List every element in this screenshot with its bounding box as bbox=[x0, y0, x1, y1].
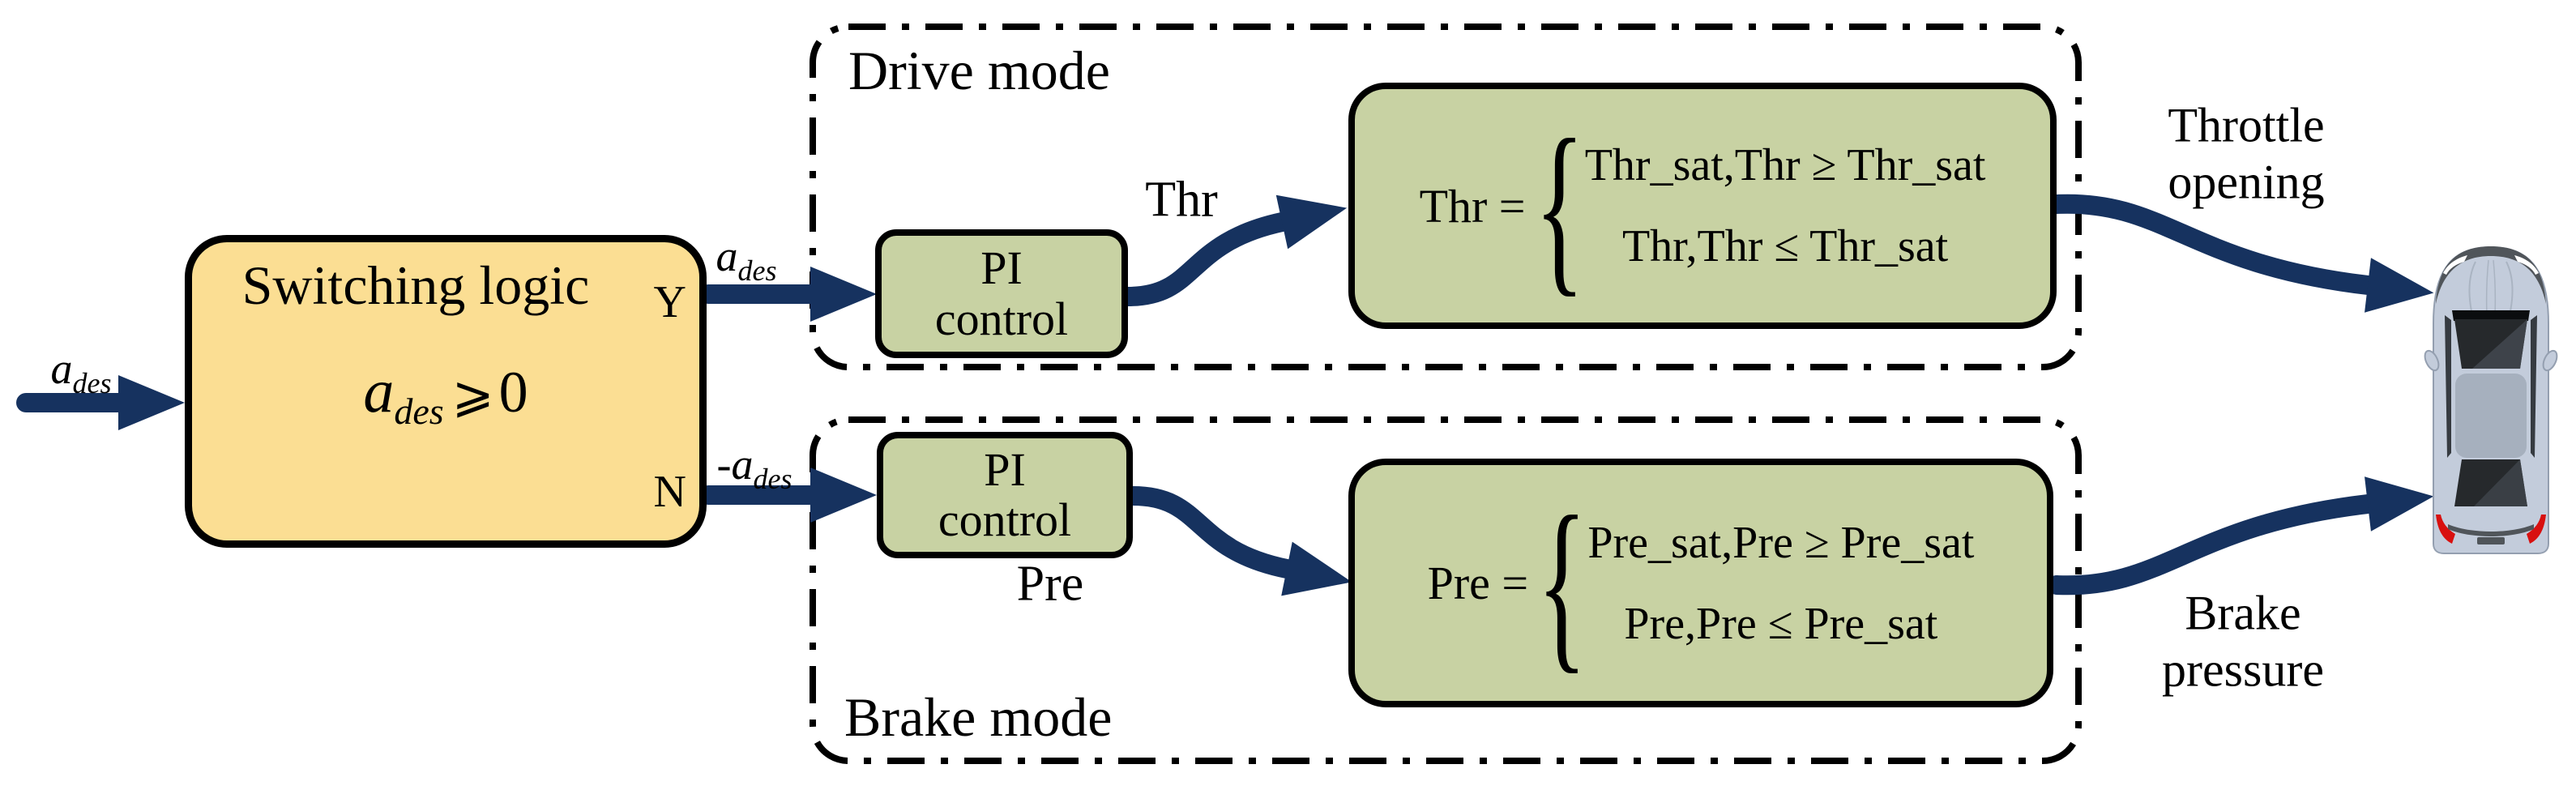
curly-brace: { bbox=[1536, 476, 1587, 690]
greater-equal-symbol: ⩾ bbox=[451, 364, 494, 424]
car-left-mirror bbox=[2424, 349, 2440, 372]
drive-mode-region bbox=[810, 23, 2082, 370]
car-rear-trim bbox=[2448, 524, 2534, 536]
condition-variable: a bbox=[363, 357, 395, 425]
brake-mode-label: Brake mode bbox=[844, 686, 1113, 748]
output-line1: Throttle bbox=[2168, 98, 2325, 152]
signal-base: a bbox=[731, 440, 754, 489]
car-right-taillight bbox=[2527, 515, 2546, 544]
switching-logic-box: Switching logic Y N ades⩾0 bbox=[185, 235, 707, 548]
thr-formula-case1: Thr_sat,Thr ≥ Thr_sat bbox=[1584, 140, 1986, 190]
pre-signal-label: Pre bbox=[1016, 556, 1084, 612]
signal-subscript: des bbox=[753, 462, 792, 495]
car-top-view-icon bbox=[2424, 246, 2558, 554]
pre-saturation-box: Pre = { Pre_sat,Pre ≥ Pre_sat Pre,Pre ≤ … bbox=[1348, 459, 2053, 707]
output-line1: Brake bbox=[2185, 586, 2301, 640]
car-right-headlight bbox=[2514, 255, 2539, 275]
output-line2: pressure bbox=[2162, 643, 2324, 696]
pi-control-box-drive: PI control bbox=[875, 229, 1128, 358]
car-hood-line bbox=[2468, 261, 2476, 316]
signal-base: a bbox=[50, 344, 73, 394]
pi-label-line1: PI bbox=[984, 442, 1026, 496]
pre-signal-arrow bbox=[1123, 486, 1352, 596]
pi-label-line2: control bbox=[934, 292, 1069, 345]
condition-value: 0 bbox=[498, 359, 528, 425]
pi-label-line2: control bbox=[938, 493, 1072, 546]
car-right-mirror bbox=[2542, 349, 2558, 372]
thr-formula-case2: Thr,Thr ≤ Thr_sat bbox=[1621, 221, 1949, 271]
brake-mode-region bbox=[810, 416, 2082, 764]
signal-subscript: des bbox=[72, 366, 112, 399]
car-hood-line bbox=[2485, 259, 2489, 316]
pre-formula-lhs: Pre = bbox=[1427, 557, 1529, 609]
drive-mode-label: Drive mode bbox=[848, 40, 1110, 101]
brake-pressure-label: Brake pressure bbox=[2162, 585, 2324, 698]
switching-condition-label: ades⩾0 bbox=[363, 356, 528, 432]
brake-output-arrow bbox=[2047, 476, 2434, 596]
thr-formula-lhs: Thr = bbox=[1419, 179, 1526, 233]
no-port-label: N bbox=[653, 467, 686, 517]
car-hood-line bbox=[2506, 261, 2514, 316]
input-signal-label: ades bbox=[51, 344, 112, 400]
car-left-headlight bbox=[2443, 255, 2467, 275]
signal-subscript: des bbox=[737, 254, 777, 287]
car-left-windows bbox=[2445, 315, 2451, 458]
pi-control-box-brake: PI control bbox=[877, 432, 1133, 558]
car-windshield-band bbox=[2452, 310, 2530, 321]
yes-port-label: Y bbox=[653, 277, 686, 327]
thr-signal-label: Thr bbox=[1145, 172, 1218, 228]
pre-formula-case1: Pre_sat,Pre ≥ Pre_sat bbox=[1587, 517, 1975, 568]
car-rear-window-highlight bbox=[2474, 459, 2527, 506]
thr-saturation-box: Thr = { Thr_sat,Thr ≥ Thr_sat Thr,Thr ≤ … bbox=[1348, 83, 2057, 329]
output-line2: opening bbox=[2168, 155, 2325, 208]
throttle-opening-label: Throttle opening bbox=[2168, 97, 2324, 210]
thr-signal-arrow bbox=[1118, 194, 1348, 306]
curly-brace: { bbox=[1534, 99, 1585, 313]
car-hood-line bbox=[2493, 259, 2497, 316]
car-license-plate bbox=[2477, 537, 2505, 544]
throttle-output-arrow bbox=[2047, 194, 2434, 313]
drive-input-signal-label: ades bbox=[716, 231, 777, 288]
condition-subscript: des bbox=[394, 390, 444, 432]
pre-formula-case2: Pre,Pre ≤ Pre_sat bbox=[1624, 598, 1938, 649]
signal-base: a bbox=[716, 232, 738, 281]
pi-label-line1: PI bbox=[980, 241, 1023, 295]
car-left-taillight bbox=[2436, 515, 2455, 544]
brake-input-signal-label: -ades bbox=[717, 439, 792, 496]
pre-formula-cases: Pre_sat,Pre ≥ Pre_sat Pre,Pre ≤ Pre_sat bbox=[1587, 520, 1974, 647]
car-windshield-highlight bbox=[2472, 319, 2527, 369]
car-roof bbox=[2455, 374, 2527, 458]
car-right-windows bbox=[2531, 315, 2537, 458]
signal-prefix: - bbox=[716, 440, 732, 489]
switching-logic-title: Switching logic bbox=[241, 254, 590, 316]
thr-formula-cases: Thr_sat,Thr ≥ Thr_sat Thr,Thr ≤ Thr_sat bbox=[1585, 143, 1986, 269]
